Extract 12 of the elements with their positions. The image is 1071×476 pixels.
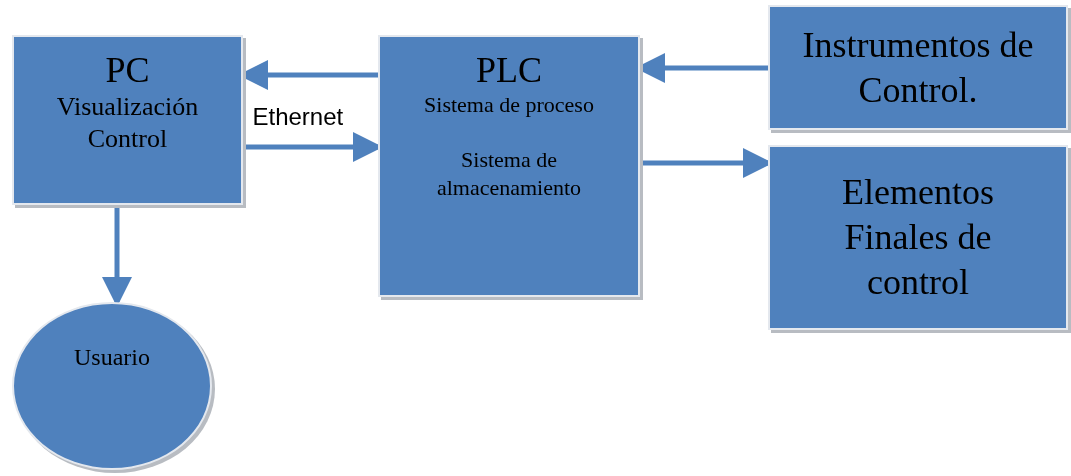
node-title: PLC [476, 51, 542, 91]
node-text: Instrumentos de Control. [801, 23, 1035, 112]
process-box [12, 35, 243, 205]
node-text: Elementos Finales de control [841, 171, 995, 304]
process-box [378, 35, 640, 297]
node-title: PC [105, 51, 150, 91]
node-text: Sistema de almacenamiento [435, 146, 583, 202]
node-text: Visualización Control [55, 90, 200, 156]
node-text: Sistema de proceso [424, 90, 594, 119]
node-text: Usuario [74, 343, 150, 372]
process-box [768, 145, 1068, 330]
process-box [768, 5, 1068, 130]
